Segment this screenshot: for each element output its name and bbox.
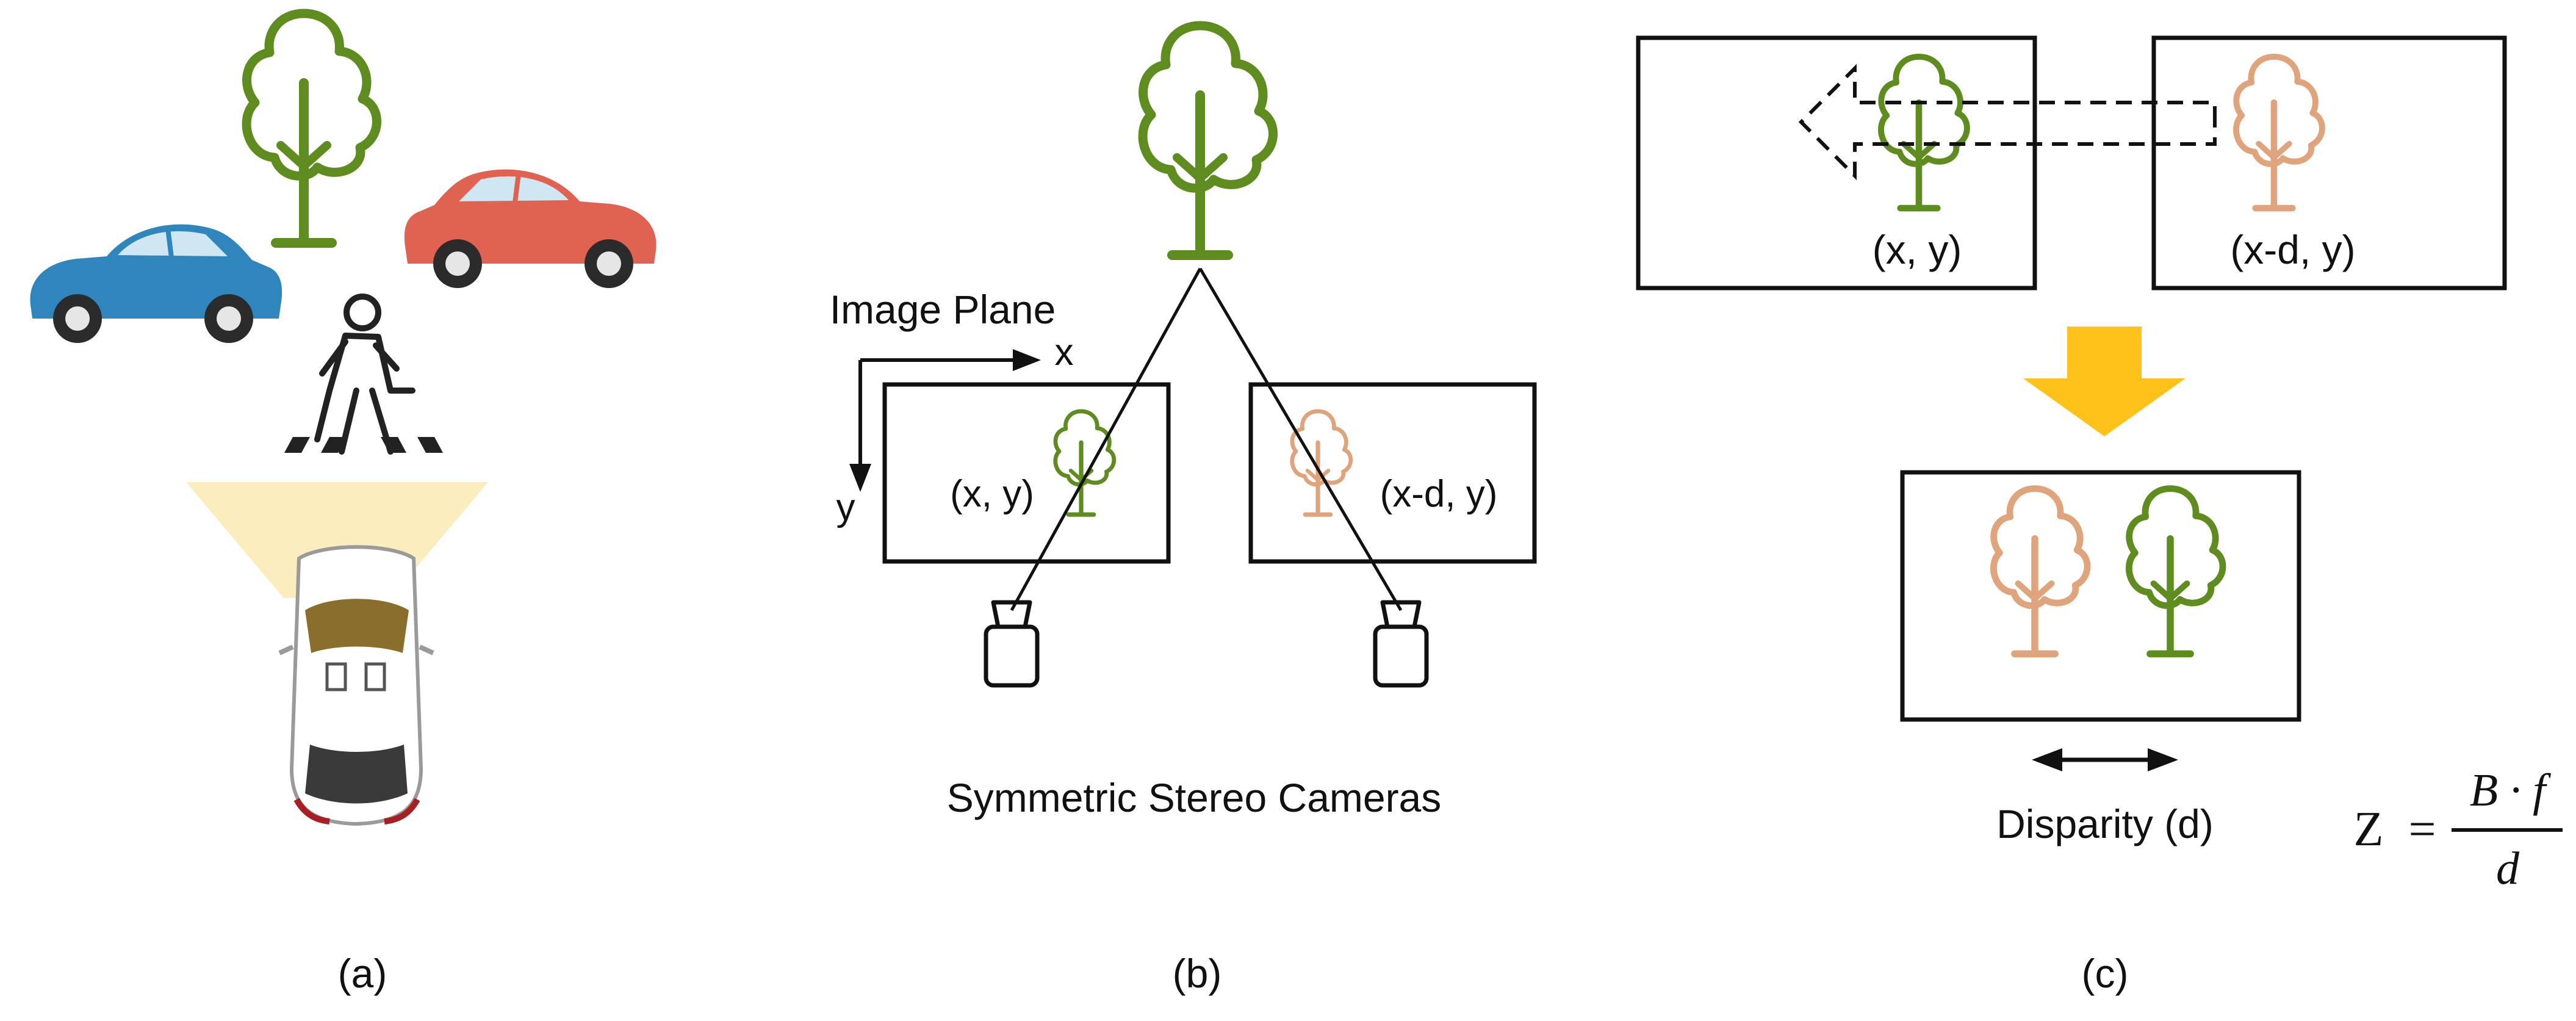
shift-arrow-dashed <box>1798 63 2217 181</box>
panel-b: Image Plane x y (x, y) (x-d, y) Symmetri… <box>830 26 1537 996</box>
disparity-green-tree-icon <box>2129 489 2223 654</box>
blue-car-icon <box>30 225 282 343</box>
left-view-tree-icon <box>1881 57 1967 208</box>
caption-b: (b) <box>1173 951 1222 996</box>
left-projected-tree-icon <box>1056 411 1114 514</box>
left-camera-icon <box>986 602 1037 685</box>
axis-y-label: y <box>836 486 855 529</box>
panel-a: (a) <box>30 13 656 996</box>
disparity-orange-tree-icon <box>1993 489 2087 654</box>
right-coordinate-label: (x-d, y) <box>1380 473 1498 515</box>
depth-formula: Z = B · f d <box>2354 765 2563 894</box>
right-projected-tree-icon <box>1292 411 1351 514</box>
right-image-plane <box>1248 382 1537 564</box>
red-car-icon <box>405 170 657 288</box>
right-view-frame <box>2151 35 2507 290</box>
formula-lhs: Z <box>2354 803 2384 856</box>
disparity-double-arrow <box>2032 748 2178 771</box>
ego-car-icon <box>278 545 434 826</box>
pedestrian-icon <box>314 294 416 455</box>
disparity-label: Disparity (d) <box>1996 801 2214 846</box>
stereo-cameras-title: Symmetric Stereo Cameras <box>947 775 1442 820</box>
scene-tree-icon <box>1143 26 1273 255</box>
left-ray <box>1010 267 1202 612</box>
formula-numerator: B · f <box>2470 765 2551 816</box>
image-plane-label: Image Plane <box>830 287 1056 332</box>
left-coordinate-label: (x, y) <box>950 473 1034 515</box>
down-arrow-icon <box>2023 327 2186 436</box>
panel-c: (x, y) (x-d, y) Disparity (d) Z = B · f … <box>1636 35 2563 996</box>
image-axes <box>849 349 1041 492</box>
formula-equals: = <box>2408 803 2436 856</box>
disparity-frame <box>1900 470 2301 722</box>
caption-c: (c) <box>2082 951 2129 996</box>
left-image-plane <box>882 382 1171 564</box>
right-view-tree-icon <box>2236 57 2322 208</box>
caption-a: (a) <box>338 951 387 996</box>
right-view-coordinate-label: (x-d, y) <box>2230 227 2355 272</box>
axis-x-label: x <box>1055 331 1074 373</box>
tree-icon <box>246 13 376 243</box>
left-view-frame <box>1636 35 2037 290</box>
right-ray <box>1198 267 1403 612</box>
crosswalk-icon <box>284 437 443 453</box>
right-camera-icon <box>1375 602 1427 685</box>
formula-denominator: d <box>2496 843 2520 894</box>
left-view-coordinate-label: (x, y) <box>1873 227 1962 272</box>
